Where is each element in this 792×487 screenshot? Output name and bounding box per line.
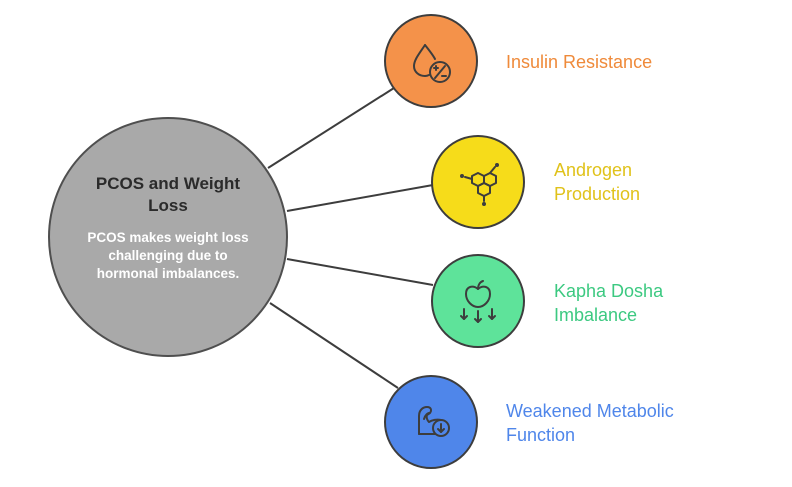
- label-line: Insulin Resistance: [506, 52, 653, 72]
- center-title: PCOS and Weight Loss: [95, 174, 241, 215]
- apple-down-arrows-icon: [460, 280, 496, 323]
- node-androgen-production: [431, 135, 525, 229]
- label-line: Kapha Dosha: [554, 281, 664, 301]
- label-insulin-resistance: Insulin Resistance: [506, 50, 652, 74]
- label-weakened-metabolic-function: Weakened Metabolic Function: [506, 399, 674, 447]
- node-insulin-resistance: [384, 14, 478, 108]
- connector-androgen: [286, 184, 434, 212]
- label-kapha-dosha-imbalance: Kapha Dosha Imbalance: [554, 279, 663, 327]
- label-line: Androgen: [554, 160, 633, 180]
- node-kapha-dosha-imbalance: [431, 254, 525, 348]
- molecule-icon: [460, 163, 499, 206]
- connector-kapha: [286, 258, 434, 286]
- drop-percent-icon: [412, 44, 451, 83]
- center-concept-circle: PCOS and Weight Loss PCOS makes weight l…: [48, 117, 288, 357]
- connector-insulin: [267, 87, 395, 169]
- label-androgen-production: Androgen Production: [554, 158, 640, 206]
- label-line: Production: [554, 184, 641, 204]
- label-line: Weakened Metabolic: [506, 401, 674, 421]
- connector-metabolic: [269, 302, 399, 389]
- center-description: PCOS makes weight loss challenging due t…: [87, 230, 249, 281]
- node-weakened-metabolic-function: [384, 375, 478, 469]
- label-line: Function: [506, 425, 576, 445]
- label-line: Imbalance: [554, 305, 638, 325]
- flexed-arm-icon: [418, 406, 450, 437]
